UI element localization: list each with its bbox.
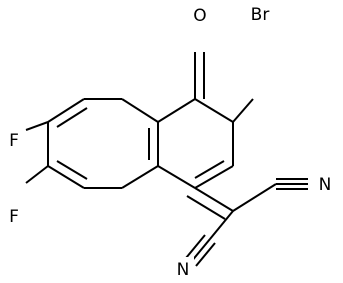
bond-c7-c8 xyxy=(157,98,196,123)
bond-f-lower xyxy=(25,165,49,184)
atom-fluorine-upper-label: F xyxy=(9,131,19,151)
atom-bromine-label: Br xyxy=(251,5,270,25)
nitrile-lower-triple-3 xyxy=(195,242,216,267)
bond-c3-c4-inner xyxy=(56,160,88,180)
atom-nitrile-nitrogen-right-label: N xyxy=(319,175,332,195)
bond-br xyxy=(232,98,254,123)
atom-fluorine-lower-label: F xyxy=(9,207,19,227)
bond-c8-c9 xyxy=(194,98,234,123)
bond-c1-c2 xyxy=(47,98,85,123)
bond-c1-c2-inner xyxy=(56,107,88,128)
bond-c5-c6 xyxy=(121,165,159,189)
bond-c10-c11 xyxy=(194,165,234,189)
bond-to-nitrile-lower xyxy=(209,210,234,240)
atom-oxygen-label: O xyxy=(193,6,206,26)
bond-c3-c4 xyxy=(47,165,85,189)
bond-c11-c6 xyxy=(157,165,196,189)
bond-exocyclic-inner xyxy=(186,195,226,220)
bond-f-upper xyxy=(25,121,49,131)
bond-to-nitrile-right xyxy=(232,183,277,212)
nitrile-lower-triple-1 xyxy=(185,234,206,259)
bond-exocyclic-outer xyxy=(194,187,234,212)
bond-lines xyxy=(25,52,308,267)
nitrile-lower-triple-2 xyxy=(190,238,211,263)
atom-nitrile-nitrogen-lower-label: N xyxy=(177,260,190,280)
bond-c7-c1 xyxy=(121,98,159,123)
bond-c10-c11-inner xyxy=(194,160,225,179)
atom-labels: O Br F F N N xyxy=(4,1,336,281)
